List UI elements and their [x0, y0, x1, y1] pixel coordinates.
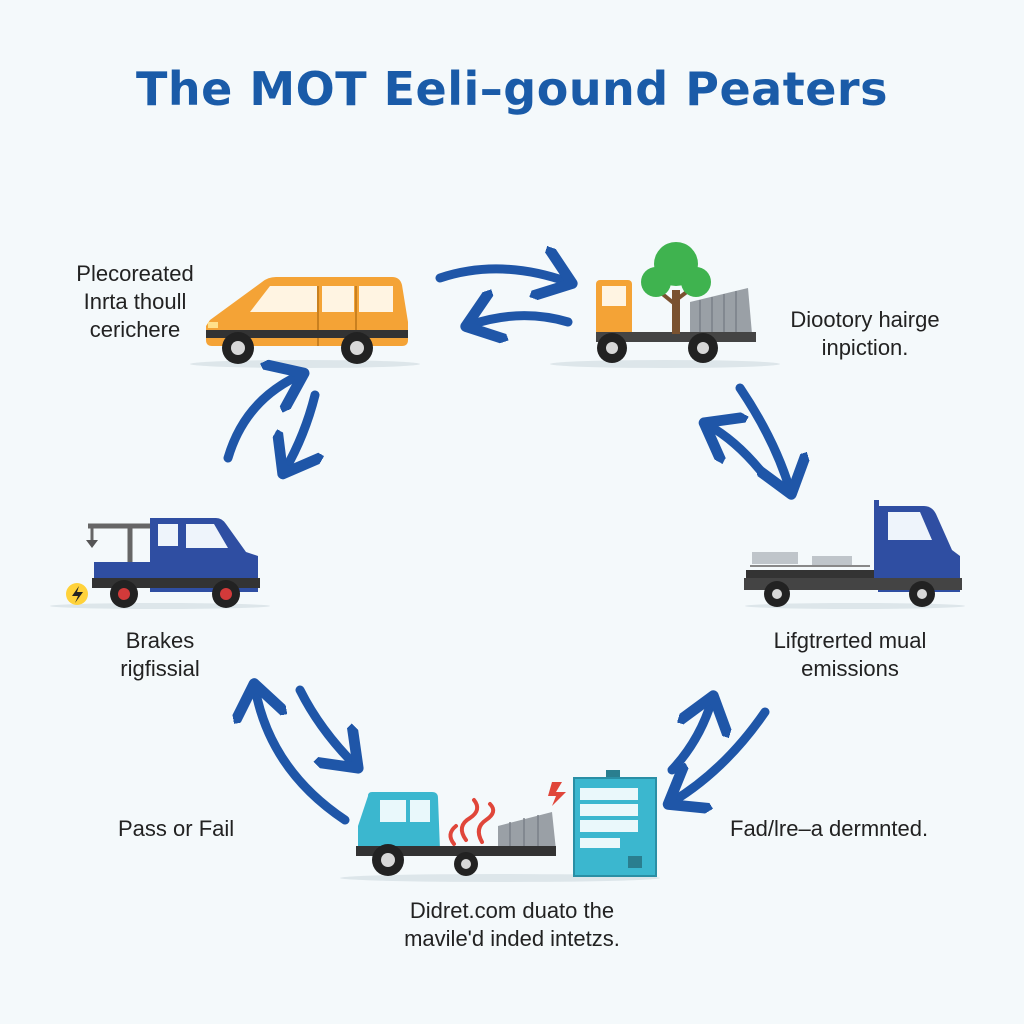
spark-icon	[548, 782, 566, 806]
arrow-right-up	[708, 425, 765, 475]
step-label-result: Fad/lre–a dermnted.	[730, 816, 929, 841]
step-label-inspection: Diootory hairge inpiction.	[790, 307, 940, 360]
tow-truck-icon	[66, 518, 260, 608]
step-label-certificate: Didret.com duato the mavile'd inded inte…	[404, 898, 620, 951]
flatbed-truck-icon	[744, 500, 962, 607]
arrow-lower-right-up	[667, 700, 712, 775]
ground-shadow	[50, 603, 270, 609]
arrow-left-up	[223, 375, 300, 463]
smoke-icon	[448, 798, 496, 846]
step-label-pass-or-fail: Pass or Fail	[118, 816, 235, 841]
arrow-top-left	[470, 316, 573, 325]
emissions-machine-icon	[573, 770, 657, 877]
arrow-left-down	[285, 390, 315, 470]
step-label-vehicle-check: Plecoreated Inrta thoull cerichere	[76, 261, 194, 342]
arrow-lower-left-down	[295, 685, 355, 765]
ground-shadow	[745, 603, 965, 609]
step-label-emissions: Lifgtrerted mual emissions	[773, 628, 927, 681]
step-label-brakes: Brakes rigfissial	[120, 628, 200, 681]
smoking-truck-icon	[356, 782, 566, 876]
tree-truck-icon	[596, 242, 756, 363]
ground-shadow	[550, 360, 780, 368]
orange-suv-icon	[206, 277, 408, 364]
arrow-right-down	[735, 383, 790, 490]
arrow-lower-right-down	[672, 707, 770, 802]
arrow-top-right	[435, 269, 568, 282]
ground-shadow	[190, 360, 420, 368]
diagram-title: The MOT Eeli–gound Peaters	[136, 62, 888, 116]
cycle-arrows	[223, 269, 790, 825]
arrow-lower-left-up	[255, 688, 350, 825]
